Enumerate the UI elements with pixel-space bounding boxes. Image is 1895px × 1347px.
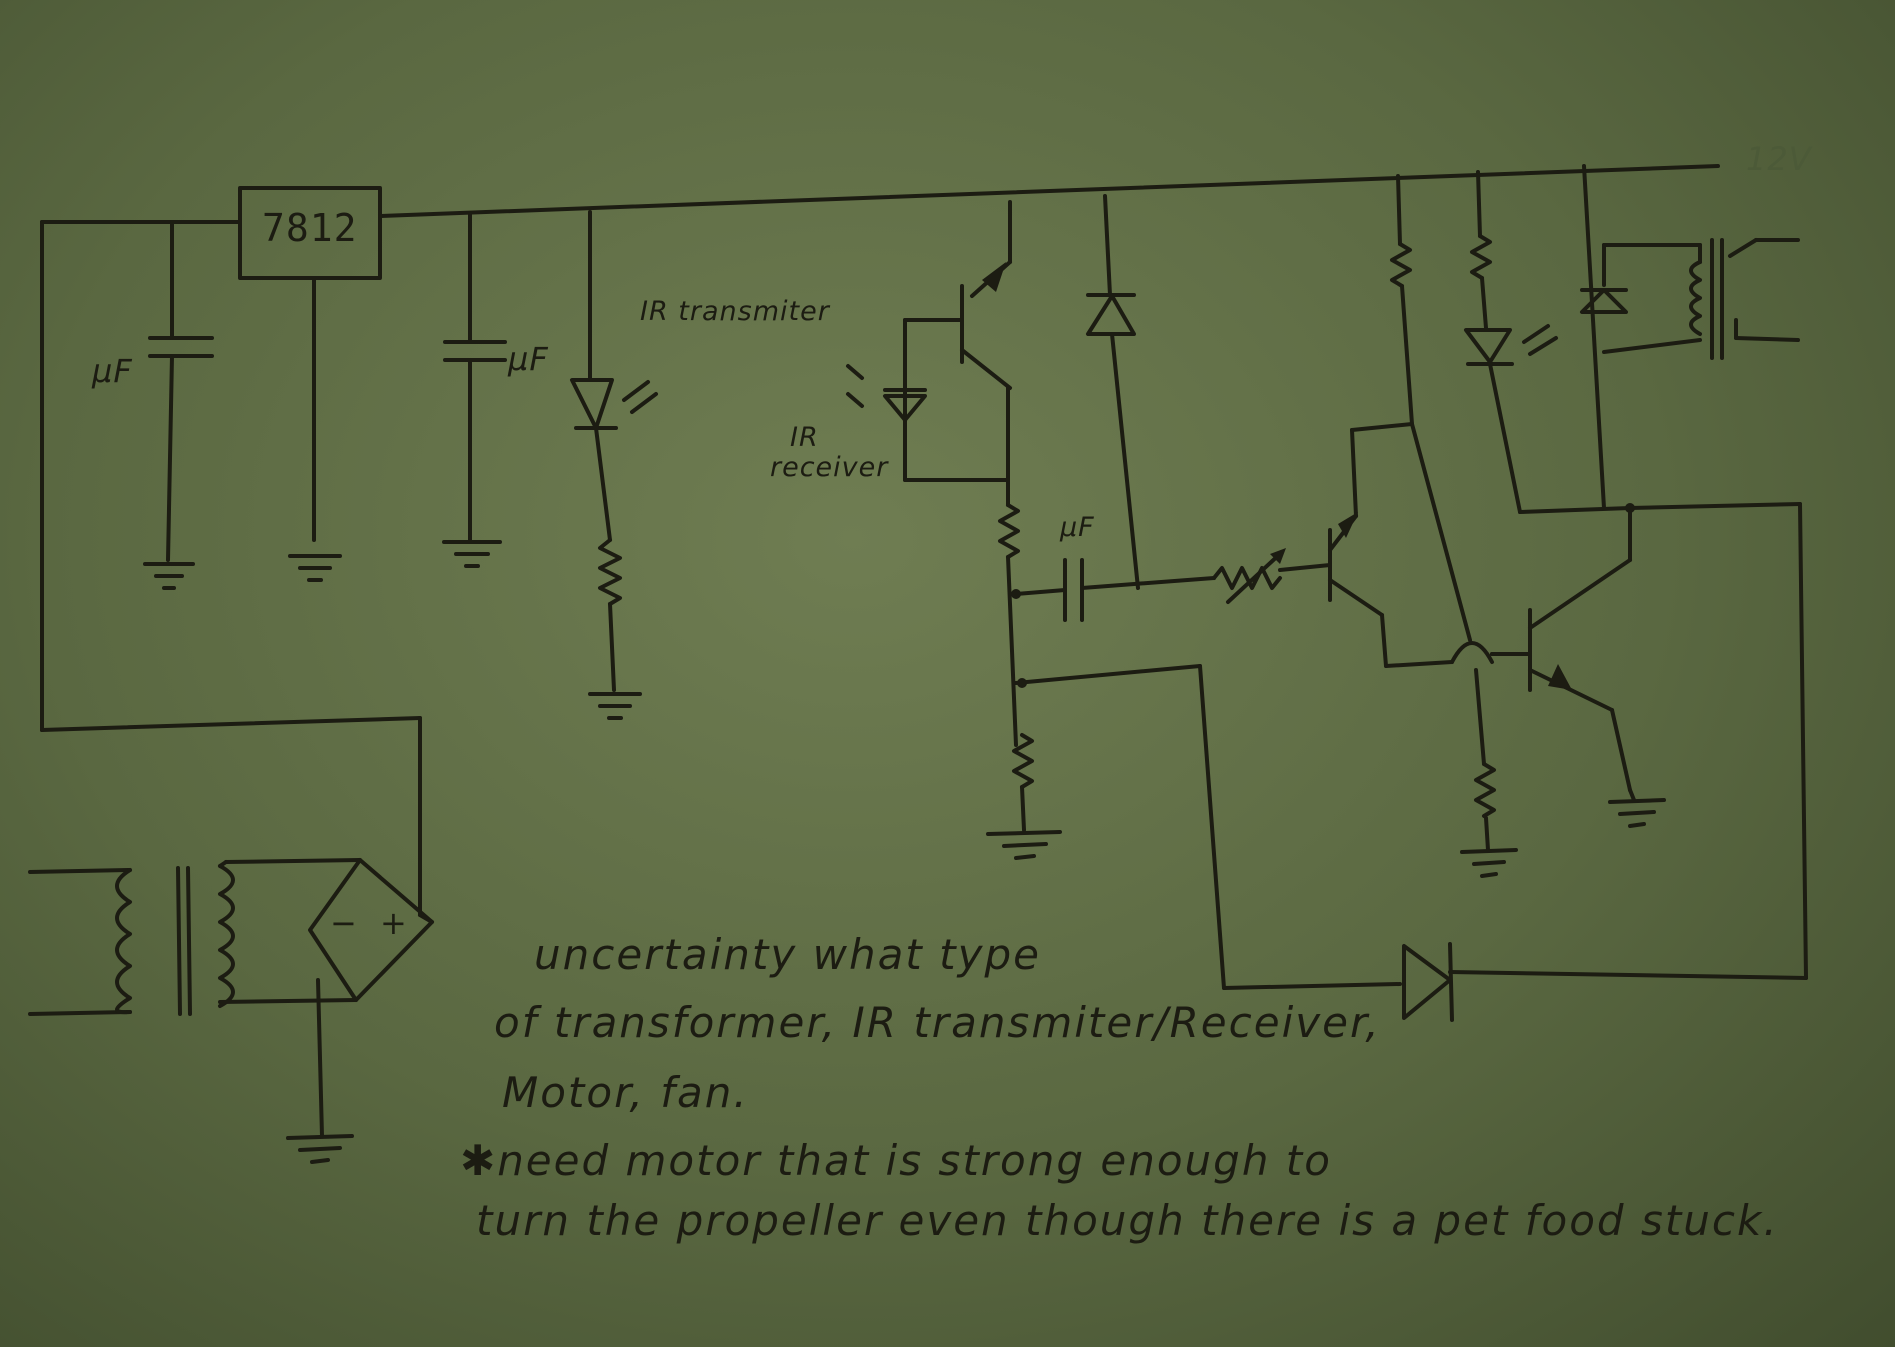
ground-resistor-column: [1460, 848, 1518, 878]
ground-ir-transmitter: [588, 692, 642, 720]
capacitor-left-label: μF: [92, 352, 133, 390]
ground-left-cap: [143, 562, 195, 590]
ir-transmitter-led: [570, 210, 658, 692]
resistor-column: [1390, 174, 1496, 852]
ground-receiver-divider: [986, 830, 1062, 860]
capacitor-coupling: [1014, 558, 1216, 622]
ir-receiver-stage: [846, 200, 1034, 832]
note-line-5: turn the propeller even though there is …: [476, 1196, 1779, 1245]
ground-middle-cap: [442, 540, 502, 568]
bridge-plus-label: +: [380, 904, 408, 942]
capacitor-middle: [443, 212, 507, 542]
ir-receiver-label-2: receiver: [770, 452, 889, 483]
variable-resistor: [1212, 548, 1332, 604]
diode-rail: [1086, 194, 1140, 590]
note-line-4: ✱need motor that is strong enough to: [460, 1136, 1332, 1185]
diode-bottom: [1402, 942, 1454, 1022]
capacitor-coupling-label: μF: [1060, 512, 1095, 543]
supply-voltage-label: 12V: [1746, 140, 1812, 178]
ir-transmitter-label: IR transmiter: [640, 296, 830, 327]
indicator-led: [1464, 170, 1632, 514]
note-line-3: Motor, fan.: [502, 1068, 749, 1117]
capacitor-middle-label: μF: [508, 340, 549, 378]
bridge-rectifier: [308, 858, 434, 1138]
ground-transformer: [286, 1134, 354, 1164]
ground-symbols: [143, 540, 1666, 1164]
regulator-label: 7812: [262, 206, 358, 250]
transistor-q2: [1328, 422, 1532, 668]
transformer: [28, 858, 362, 1016]
capacitor-left: [148, 220, 214, 562]
motor-loop: [1014, 502, 1808, 990]
ground-regulator: [288, 554, 342, 582]
ground-driver: [1608, 788, 1666, 828]
relay-coil: [1580, 164, 1800, 513]
note-line-2: of transformer, IR transmiter/Receiver,: [494, 998, 1381, 1047]
supply-rail: [40, 164, 1720, 917]
voltage-regulator-7812: [238, 186, 382, 542]
transistor-q3: [1490, 506, 1632, 792]
bridge-minus-label: −: [330, 904, 358, 942]
note-line-1: uncertainty what type: [534, 930, 1041, 979]
ir-receiver-label-1: IR: [790, 422, 819, 453]
